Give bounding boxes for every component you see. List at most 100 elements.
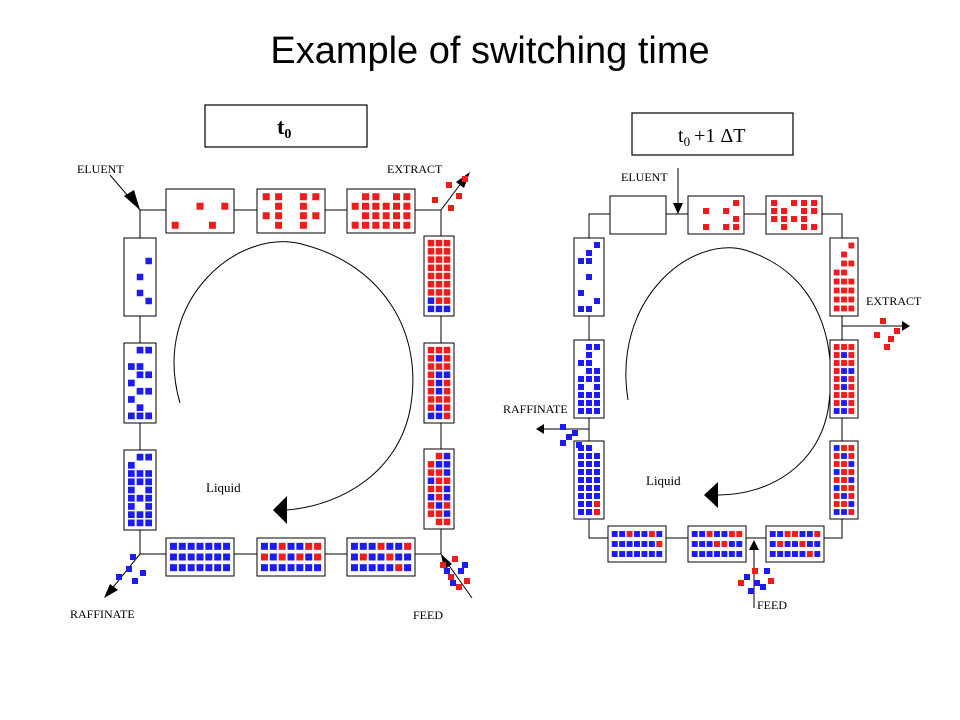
right-liquid-flow — [625, 247, 832, 496]
particle — [145, 297, 152, 305]
particle — [269, 564, 277, 572]
particle — [721, 531, 728, 537]
left-eluent-label: ELUENT — [77, 162, 124, 176]
particle — [435, 387, 443, 395]
particle — [736, 541, 743, 547]
particle — [377, 542, 385, 550]
particle — [833, 453, 840, 459]
particle — [443, 493, 451, 501]
particle — [586, 274, 592, 280]
particle — [178, 564, 186, 572]
particle — [178, 553, 186, 561]
particle — [275, 221, 283, 229]
particle — [714, 541, 720, 547]
particle — [848, 501, 855, 507]
particle — [833, 278, 840, 285]
particle — [841, 344, 847, 350]
particle — [586, 501, 592, 507]
left-col-bottom-1 — [165, 537, 235, 577]
particle — [706, 541, 713, 547]
particle — [781, 216, 787, 222]
particle — [443, 404, 451, 411]
particle — [136, 387, 144, 395]
particle — [833, 296, 840, 303]
particle — [136, 478, 144, 486]
particle — [560, 424, 566, 430]
particle — [435, 412, 443, 420]
particle — [811, 200, 817, 206]
particle — [278, 553, 286, 561]
right-eluent-arrow — [673, 203, 683, 214]
particle — [594, 242, 600, 248]
particle — [435, 396, 443, 403]
particle — [127, 486, 135, 494]
particle — [275, 202, 283, 210]
particle — [435, 305, 443, 313]
particle — [395, 553, 403, 561]
left-extract-label: EXTRACT — [387, 162, 443, 176]
particle — [382, 221, 390, 229]
particle — [841, 493, 847, 499]
particle — [736, 551, 743, 557]
particle — [833, 360, 840, 366]
particle — [278, 564, 286, 572]
particle — [435, 502, 443, 509]
particle — [874, 332, 880, 338]
particle — [458, 568, 464, 574]
particle — [619, 531, 626, 537]
particle — [656, 541, 663, 547]
particle — [833, 376, 840, 382]
particle — [205, 564, 213, 572]
particle — [205, 553, 213, 561]
particle — [299, 212, 307, 220]
left-col-left-3 — [123, 449, 157, 531]
particle — [848, 344, 855, 350]
particle — [351, 202, 359, 210]
particle — [754, 580, 760, 586]
particle — [427, 272, 435, 280]
particle — [714, 531, 720, 537]
particle — [296, 553, 304, 561]
particle — [443, 477, 451, 485]
particle — [771, 216, 777, 222]
particle — [462, 176, 468, 182]
left-time-box — [204, 104, 368, 148]
particle — [848, 384, 855, 390]
particle — [792, 531, 798, 537]
particle — [443, 264, 451, 272]
particle — [594, 392, 600, 398]
left-col-top-3 — [346, 188, 416, 234]
particle — [395, 564, 403, 572]
particle — [578, 493, 584, 499]
particle — [350, 542, 358, 550]
particle — [435, 239, 443, 247]
right-time-text: t0+1 ΔT — [678, 125, 745, 149]
particle — [586, 376, 592, 382]
particle — [586, 258, 592, 264]
particle — [764, 568, 770, 574]
particle — [386, 542, 394, 550]
particle — [435, 452, 443, 460]
right-liquid-label: Liquid — [646, 473, 681, 488]
particle — [578, 392, 584, 398]
left-feed-particles-blue — [444, 562, 468, 586]
particle — [403, 212, 411, 220]
particle — [214, 553, 222, 561]
particle — [641, 541, 648, 547]
particle — [136, 273, 144, 281]
particle — [586, 485, 592, 491]
particle — [127, 396, 135, 403]
particle — [841, 509, 847, 515]
particle — [427, 469, 435, 476]
particle — [841, 408, 847, 414]
right-feed-arrow — [749, 540, 759, 550]
particle — [748, 588, 754, 594]
right-flow-arrowhead — [704, 482, 718, 508]
right-extract-label: EXTRACT — [866, 294, 922, 308]
particle — [372, 221, 380, 229]
right-col-right-1-frame — [829, 237, 859, 317]
particle — [305, 542, 313, 550]
particle — [841, 445, 847, 451]
particle — [586, 461, 592, 467]
particle — [427, 510, 435, 517]
